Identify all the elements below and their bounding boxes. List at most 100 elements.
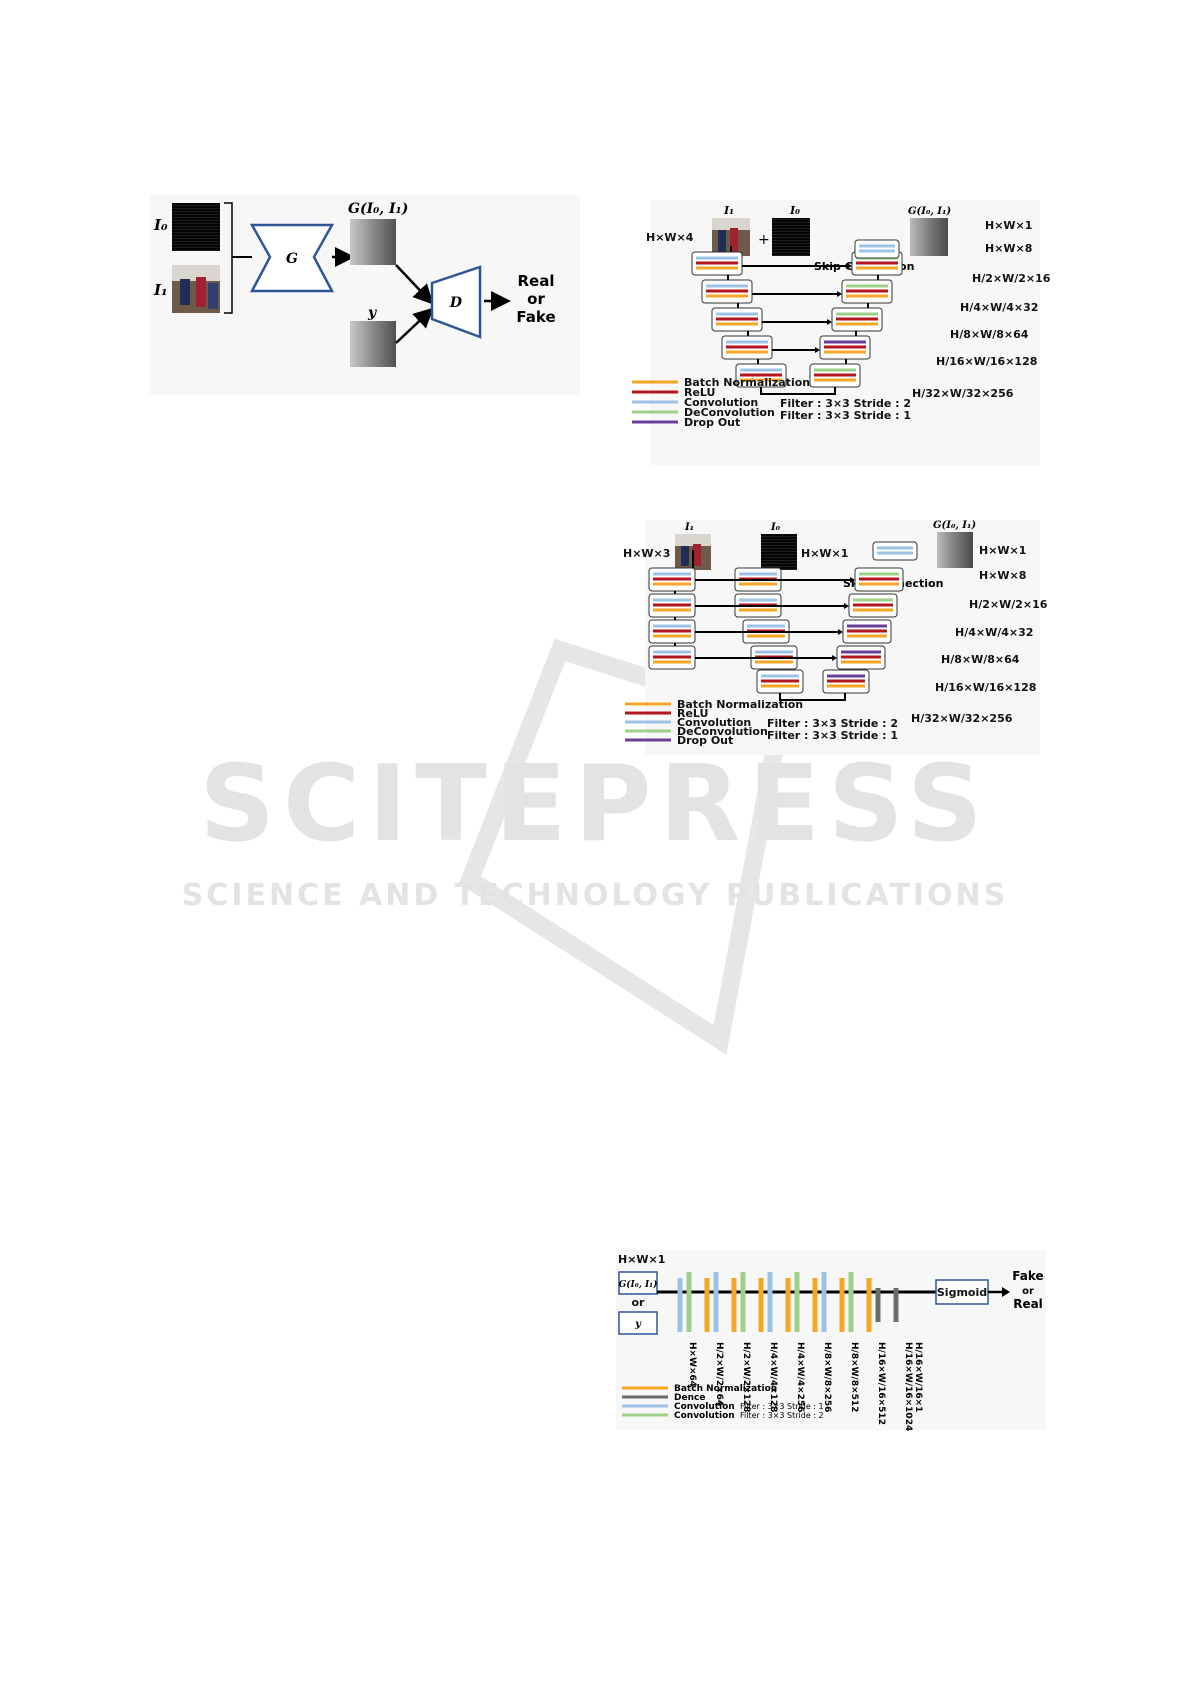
shape-2: H/2×W/2×16 xyxy=(969,598,1048,611)
output-or: or xyxy=(527,290,545,308)
shape-4: H/8×W/8×64 xyxy=(950,328,1029,341)
input-or: or xyxy=(632,1296,646,1309)
legend-convolution: Convolution xyxy=(684,396,758,409)
layer-1 xyxy=(704,1272,719,1332)
sigmoid-label: Sigmoid xyxy=(937,1286,987,1299)
skip-arrow-3-head xyxy=(815,347,820,353)
output-conv-block xyxy=(872,541,918,561)
decoder-block-0 xyxy=(854,567,904,592)
skip-arrow-2-head xyxy=(827,319,832,325)
shape-4: H/8×W/8×64 xyxy=(941,653,1020,666)
legend-filter-stride1: Filter : 3×3 Stride : 1 xyxy=(740,1402,824,1411)
layer-shape-5: H/8×W/8×256 xyxy=(822,1342,832,1412)
layer-bars xyxy=(677,1272,899,1332)
encoder-block-2 xyxy=(711,307,763,332)
layer-2 xyxy=(731,1272,746,1332)
discriminator-block xyxy=(430,265,482,339)
layer-shape-8: H/16×W/16×1024 xyxy=(903,1342,913,1431)
layer-5 xyxy=(812,1272,827,1332)
decoder-block-3 xyxy=(819,335,871,360)
sigmoid-box xyxy=(935,1279,989,1305)
layer-4 xyxy=(785,1272,800,1332)
encoder-block-1 xyxy=(701,279,753,304)
layer-shape-4: H/4×W/4×256 xyxy=(795,1342,805,1412)
legend-batch-norm: Batch Normalization xyxy=(684,376,810,389)
y-box xyxy=(618,1311,658,1335)
skip-arrow-a-1-head xyxy=(844,603,849,609)
i0-image xyxy=(761,534,797,570)
output-or: or xyxy=(1022,1286,1034,1297)
filter-stride-2: Filter : 3×3 Stride : 2 xyxy=(767,717,898,730)
skip-arrow-a-0-head xyxy=(850,577,855,583)
watermark-title: SCITEPRESS xyxy=(199,743,990,865)
shape-5: H/16×W/16×128 xyxy=(936,355,1037,368)
legend: Batch Normalization Dence Convolution Co… xyxy=(622,1384,824,1421)
legend-convolution-stride2: Convolution xyxy=(674,1411,735,1421)
legend-batch-norm: Batch Normalization xyxy=(674,1384,777,1394)
legend: Batch Normalization ReLU Convolution DeC… xyxy=(625,698,803,747)
shape-6: H/32×W/32×256 xyxy=(911,712,1013,725)
layer-7 xyxy=(866,1278,881,1332)
network-blocks xyxy=(691,239,903,395)
plus-sign: + xyxy=(758,232,770,248)
filter-stride-1: Filter : 3×3 Stride : 1 xyxy=(767,729,898,742)
legend-deconvolution: DeConvolution xyxy=(684,406,775,419)
y-label: y xyxy=(634,1319,642,1330)
legend-dense: Dence xyxy=(674,1393,705,1403)
generator-block xyxy=(249,223,335,293)
legend-deconvolution: DeConvolution xyxy=(677,725,768,738)
output-fake: Fake xyxy=(1012,1269,1043,1283)
layer-shape-6: H/8×W/8×512 xyxy=(849,1342,859,1412)
output-real: Real xyxy=(518,272,555,290)
stream-a-block-0 xyxy=(648,567,696,592)
layer-shape-7: H/16×W/16×512 xyxy=(876,1342,886,1425)
decoder-block-3 xyxy=(836,645,886,670)
encoder-block-0 xyxy=(691,251,743,276)
shape-1: H×W×8 xyxy=(985,242,1032,255)
shape-3: H/4×W/4×32 xyxy=(955,626,1033,639)
shape-0: H×W×1 xyxy=(979,544,1026,557)
bottleneck-link xyxy=(779,693,846,701)
sigmoid-out-arrowhead xyxy=(1002,1287,1010,1297)
block-frame xyxy=(872,541,918,561)
i1-label: I₁ xyxy=(153,281,168,299)
g-output-image xyxy=(910,218,948,256)
shape-1: H×W×8 xyxy=(979,569,1026,582)
decoder-block-2 xyxy=(842,619,892,644)
legend: Batch Normalization ReLU Convolution DeC… xyxy=(632,376,810,429)
output-conv-block xyxy=(854,239,900,259)
g-output-label: G(I₀, I₁) xyxy=(619,1279,658,1290)
generator-label: G xyxy=(286,251,298,267)
stream-a-block-1 xyxy=(648,593,696,618)
shape-2: H/2×W/2×16 xyxy=(972,272,1051,285)
decoder-block-2 xyxy=(831,307,883,332)
gan-overview-figure: I₀ I₁ G G(I₀, I₁) y D Real or Fake xyxy=(150,195,580,395)
g-output-image xyxy=(350,219,396,265)
decoder-block-1 xyxy=(841,279,893,304)
i0-label: I₀ xyxy=(770,522,781,533)
layer-6 xyxy=(839,1272,854,1332)
legend-convolution: Convolution xyxy=(677,716,751,729)
layer-shape-9: H/16×W/16×1 xyxy=(913,1342,923,1412)
decoder-block-1 xyxy=(848,593,898,618)
legend-relu: ReLU xyxy=(684,386,715,399)
legend-filter-stride2: Filter : 3×3 Stride : 2 xyxy=(740,1411,824,1420)
stream-a-block-3 xyxy=(648,645,696,670)
i0-image xyxy=(772,218,810,256)
bottleneck-encoder xyxy=(756,669,804,694)
i1-label: I₁ xyxy=(684,522,694,533)
shape-3: H/4×W/4×32 xyxy=(960,301,1038,314)
shape-5: H/16×W/16×128 xyxy=(935,681,1036,694)
skip-arrow-0-head xyxy=(847,263,852,269)
layer-shape-2: H/2×W/2×128 xyxy=(741,1342,751,1412)
block-frame xyxy=(854,239,900,259)
skip-arrow-1-head xyxy=(837,291,842,297)
shape-0: H×W×1 xyxy=(985,219,1032,232)
g-output-label: G(I₀, I₁) xyxy=(933,520,976,531)
input-shape-i1: H×W×3 xyxy=(623,547,670,560)
output-fake: Fake xyxy=(516,308,555,326)
discriminator-label: D xyxy=(449,295,463,311)
i1-image xyxy=(675,534,711,570)
